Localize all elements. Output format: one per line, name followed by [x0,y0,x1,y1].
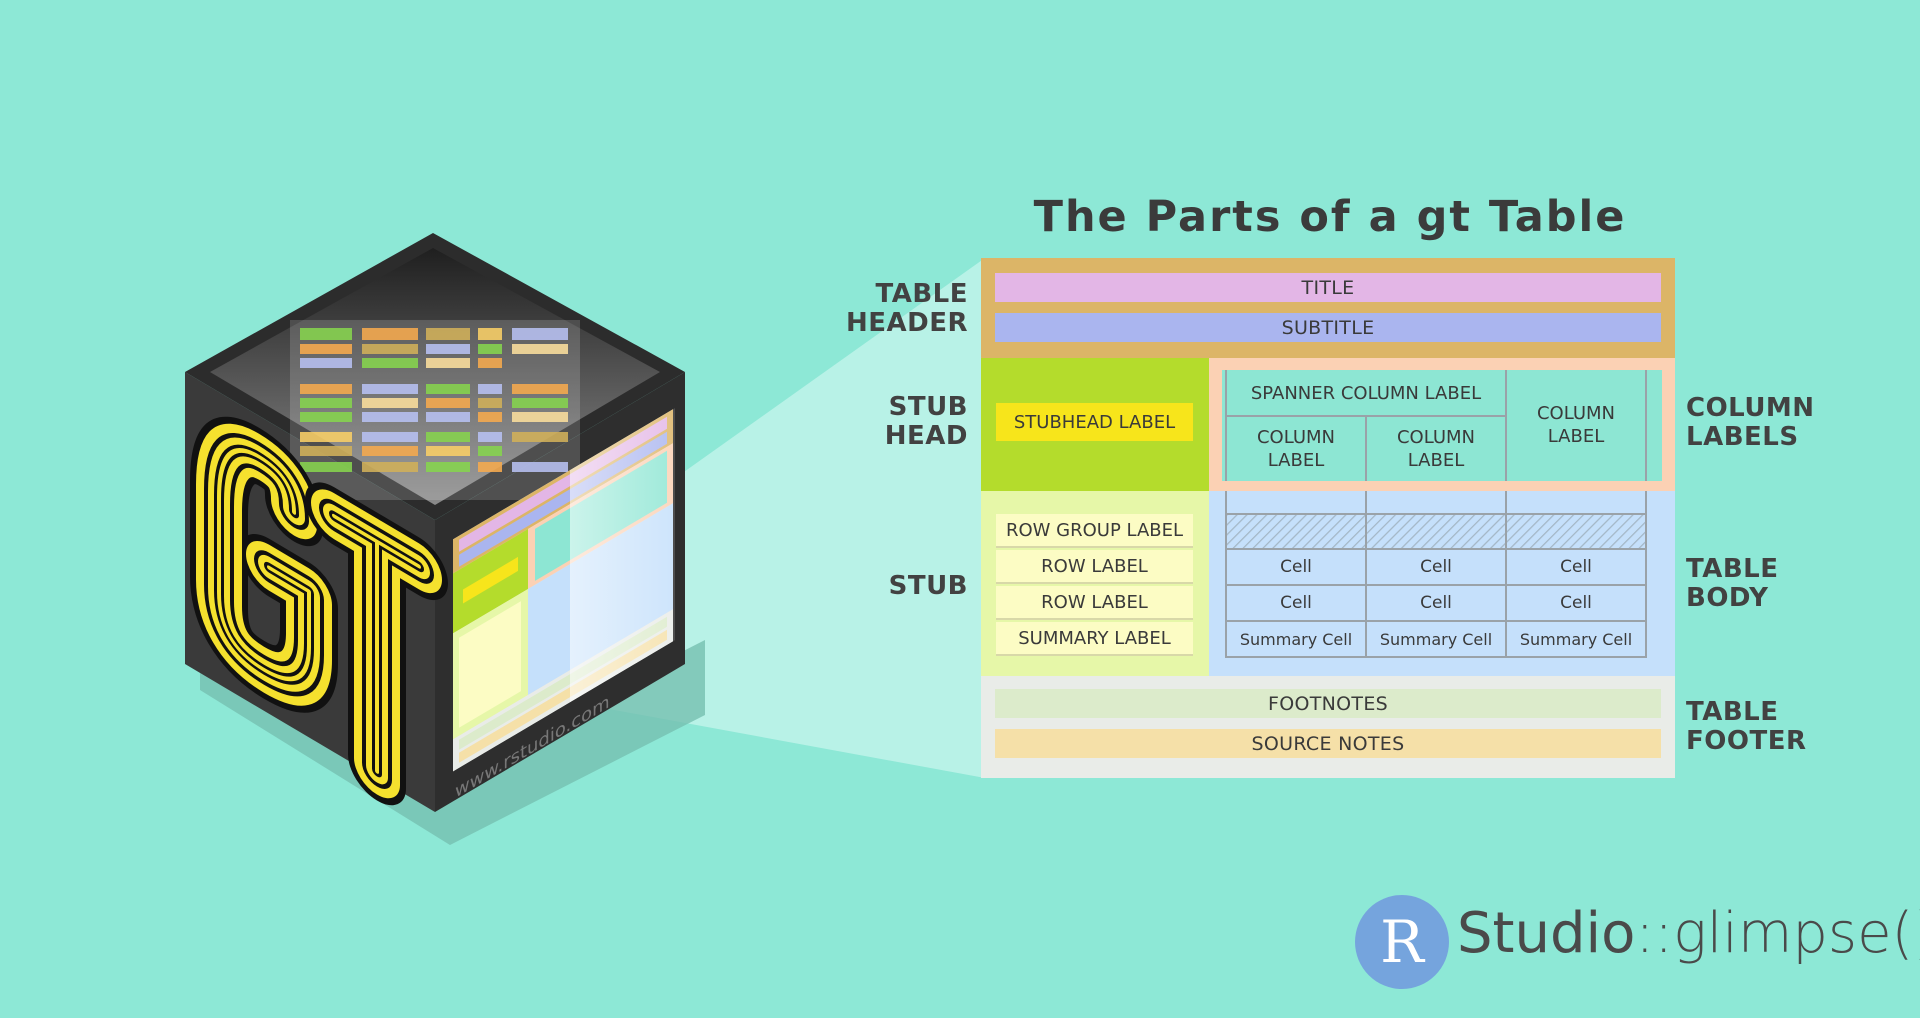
row-group-label: ROW GROUP LABEL [996,514,1193,548]
brand-glimpse-text: ::glimpse() [1635,901,1920,966]
label-table-footer: TABLE FOOTER [1686,697,1807,756]
grid-line [1365,491,1367,657]
label-stub-head: STUB HEAD [884,392,968,451]
column-label-2: COLUMN LABEL [1396,427,1476,471]
grid-line [1225,620,1647,622]
row-label-2: ROW LABEL [996,586,1193,620]
label-table-body: TABLE BODY [1686,554,1779,613]
grid-line [1225,584,1647,586]
grid-line [1225,491,1227,657]
grid-line [1505,370,1507,481]
grid-line [1365,416,1367,481]
body-cell: Cell [1420,557,1452,577]
diagram-title: The Parts of a gt Table [1033,192,1627,242]
mini-table: www.rstudio.com [453,408,675,803]
footnotes-bar: FOOTNOTES [995,689,1661,718]
r-logo-circle: R [1355,895,1449,989]
stubhead-label: STUBHEAD LABEL [996,403,1193,441]
grid-line [1225,548,1647,550]
grid-line [1645,491,1647,657]
summary-cell: Summary Cell [1519,629,1633,649]
body-cell: Cell [1560,593,1592,613]
label-column-labels: COLUMN LABELS [1686,393,1815,452]
column-label-3: COLUMN LABEL [1536,403,1616,447]
gt-table-diagram: TITLE SUBTITLE STUBHEAD LABEL FOOTNOTES … [981,258,1675,778]
summary-cell: Summary Cell [1379,629,1493,649]
grid-line [1225,415,1507,417]
row-group-band [1227,514,1645,548]
body-cell: Cell [1280,557,1312,577]
grid-line [1225,370,1227,481]
brand-wordmark: Studio::glimpse() [1457,901,1920,966]
body-cell: Cell [1560,557,1592,577]
body-cell: Cell [1420,593,1452,613]
title-bar: TITLE [995,273,1661,302]
brand-studio-text: Studio [1457,901,1636,966]
column-label-1: COLUMN LABEL [1256,427,1336,471]
gt-logo [190,416,448,806]
grid-line [1225,513,1647,515]
spanner-column-label: SPANNER COLUMN LABEL [1250,382,1482,404]
label-stub: STUB [888,571,968,601]
grid-line [1225,656,1647,658]
label-table-header: TABLE HEADER [845,279,968,338]
grid-line [1645,370,1647,481]
grid-line [1505,491,1507,657]
subtitle-bar: SUBTITLE [995,313,1661,342]
row-label-1: ROW LABEL [996,550,1193,584]
body-cell: Cell [1280,593,1312,613]
column-labels-inner [1222,370,1662,481]
summary-cell: Summary Cell [1239,629,1353,649]
inner-table-reflection [290,320,580,500]
cube-opening [210,248,660,505]
source-notes-bar: SOURCE NOTES [995,729,1661,758]
summary-label: SUMMARY LABEL [996,622,1193,656]
